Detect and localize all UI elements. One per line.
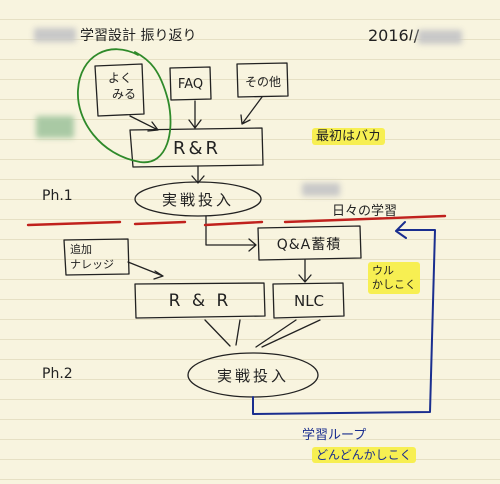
- jissen-2-label: 実戦投入: [216, 366, 289, 385]
- other-label: その他: [244, 74, 281, 89]
- rr-bottom-label: R & R: [168, 291, 232, 311]
- header-date: 2016 /: [368, 26, 420, 45]
- hibi-note: 日々の学習: [332, 204, 398, 219]
- faq-box: [169, 66, 212, 101]
- qa-label: Q&A蓄積: [276, 237, 342, 253]
- saisho-text: 最初はバカ: [312, 128, 386, 145]
- arrow-faq: [188, 100, 202, 129]
- arrow-tsuika-rr: [127, 261, 164, 280]
- arrow-qa-nlc: [298, 259, 312, 283]
- rer-top-label: R&R: [172, 137, 222, 159]
- green-circle: [77, 48, 172, 163]
- redacted-note-right: [302, 183, 340, 196]
- funnel-lines: [204, 319, 321, 348]
- loop-label: 学習ループ: [302, 428, 367, 443]
- kashikoku-note: ウル かしこく: [368, 262, 420, 294]
- arrow-jissen-qa: [205, 215, 257, 252]
- qa-box: [257, 225, 362, 261]
- other-box: [236, 62, 289, 98]
- tsuika-line-2: ナレッジ: [70, 258, 114, 271]
- yokumiru-label: よく みる: [98, 70, 142, 102]
- tsuika-box: [63, 238, 130, 276]
- learning-loop-arrow: [252, 221, 436, 415]
- header-title: 学習設計 振り返り: [80, 28, 197, 44]
- rer-top-box: [129, 127, 264, 168]
- tsuika-line-1: 追加: [70, 243, 92, 256]
- faq-label: FAQ: [177, 76, 204, 92]
- arrow-other: [240, 96, 263, 125]
- redacted-name: [34, 28, 76, 42]
- phase-divider-2: [133, 220, 187, 226]
- phase-1-label: Ph.1: [42, 188, 73, 204]
- arrow-yokumiru: [129, 115, 159, 132]
- nlc-box: [272, 282, 345, 319]
- dondon-text: どんどんかしこく: [312, 447, 416, 463]
- redacted-date: [418, 30, 462, 44]
- yokumiru-line-1: よく: [107, 71, 132, 85]
- arrow-rer-jissen: [191, 165, 205, 184]
- saisho-note: 最初はバカ: [312, 125, 386, 145]
- kashikoku-line-2: かしこく: [372, 278, 416, 291]
- jissen-1-label: 実戦投入: [161, 190, 234, 209]
- rr-bottom-box: [134, 282, 266, 319]
- phase-divider-1: [26, 220, 122, 227]
- tsuika-label: 追加 ナレッジ: [66, 242, 128, 272]
- yokumiru-line-2: みる: [111, 87, 136, 101]
- phase-2-label: Ph.2: [42, 366, 73, 382]
- yokumiru-box: [94, 63, 145, 117]
- phase-divider-4: [283, 214, 447, 224]
- kashikoku-line-1: ウル: [372, 264, 394, 277]
- jissen-1-ellipse: [134, 181, 262, 217]
- dondon-note: どんどんかしこく: [312, 446, 416, 463]
- phase-divider-3: [203, 220, 264, 227]
- redacted-note-left: [36, 116, 74, 138]
- nlc-label: NLC: [293, 292, 325, 310]
